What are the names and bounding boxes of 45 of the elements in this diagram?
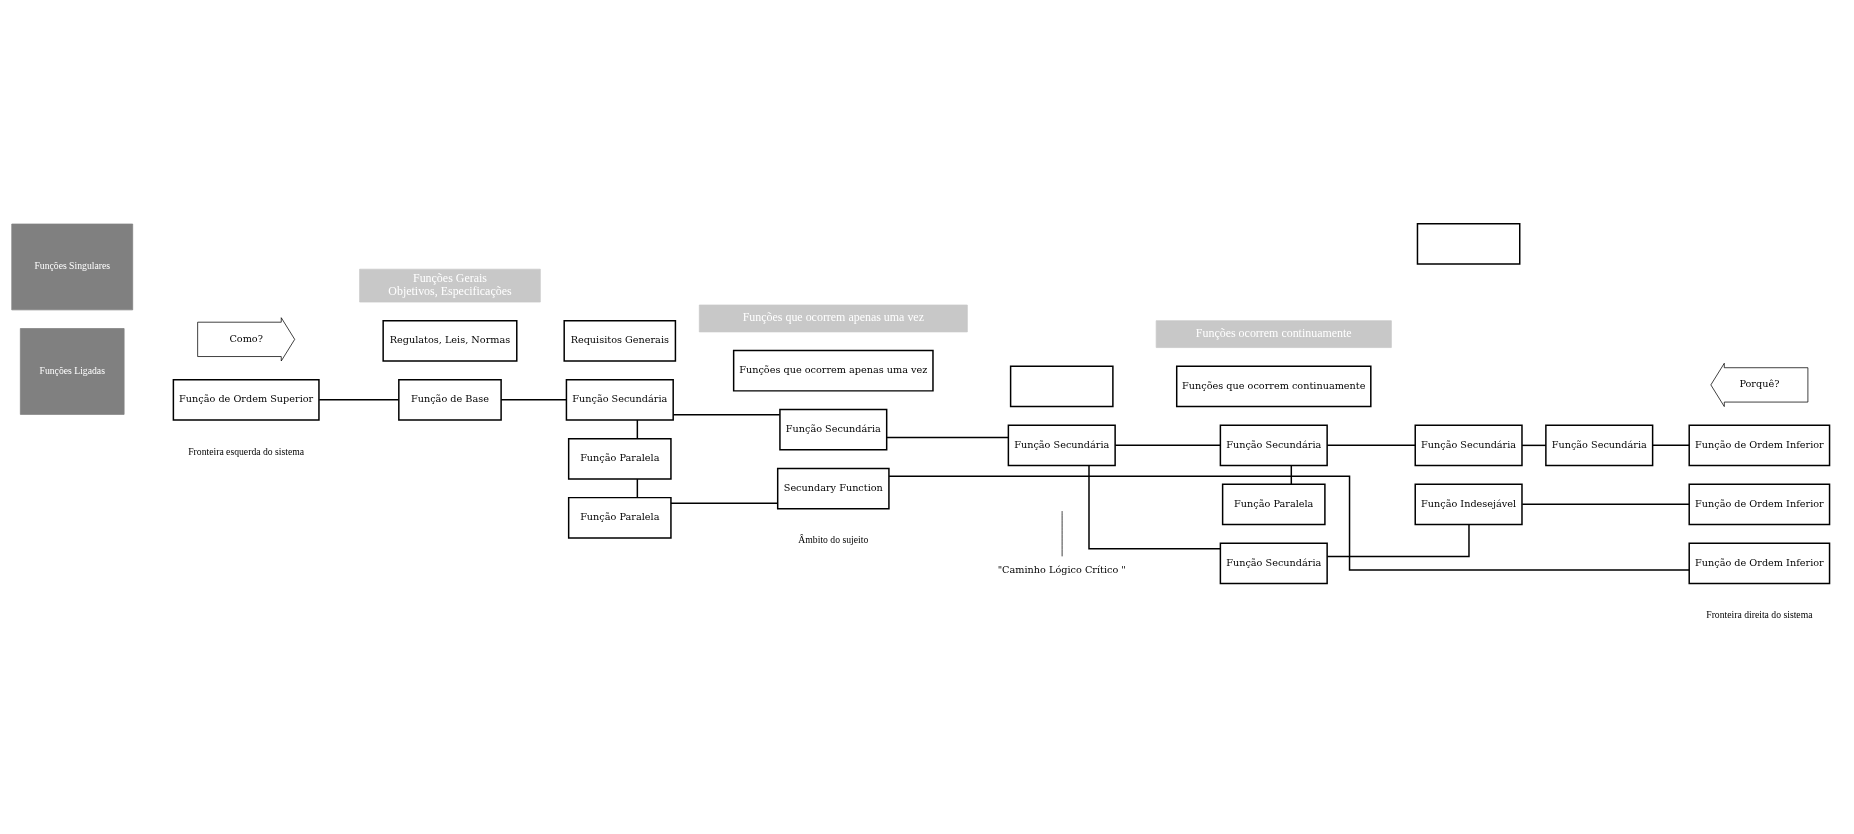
- node-box: Função Secundária: [565, 378, 674, 421]
- node-box: Função de Ordem Inferior: [1688, 542, 1831, 585]
- connector: [1326, 523, 1470, 558]
- node-box: Requisitos Generais: [563, 319, 677, 362]
- label: Fronteira esquerda do sistema: [188, 445, 305, 457]
- connector: [888, 475, 1690, 571]
- node-box: Função Secundária: [1545, 424, 1654, 467]
- connector: [318, 399, 400, 401]
- node-box: Secundary Function: [776, 467, 890, 510]
- node-box: [1416, 222, 1521, 265]
- node-box: Função Paralela: [567, 437, 672, 480]
- node-box: Função de Ordem Superior: [172, 378, 320, 421]
- node-box: Função Paralela: [1221, 483, 1326, 526]
- connector: [1521, 503, 1690, 506]
- connector: [1290, 464, 1293, 485]
- node-box: Funções que ocorrem continuamente: [1175, 365, 1372, 408]
- connector: [1521, 444, 1547, 447]
- connector: [1652, 444, 1690, 447]
- connector: [670, 502, 779, 504]
- connector: [500, 399, 568, 401]
- connector: [636, 478, 639, 499]
- label: Fronteira direita do sistema: [1706, 609, 1813, 621]
- node-box: Regulatos, Leis, Normas: [382, 319, 518, 362]
- node-box: Função Secundária: [1414, 424, 1523, 467]
- node-box: Função de Ordem Inferior: [1688, 483, 1831, 526]
- node-box: [1009, 365, 1114, 408]
- connector: [636, 419, 639, 440]
- node-box: Funções Singulares: [11, 223, 134, 311]
- node-box: Função Secundária: [1219, 542, 1328, 585]
- node-box: Função Secundária: [1007, 424, 1116, 467]
- connector: [1326, 444, 1416, 447]
- node-box: Funções Ligadas: [19, 328, 125, 415]
- node-box: Função de Base: [398, 378, 502, 421]
- node-box: Função Secundária: [1219, 424, 1328, 467]
- node-box: Função de Ordem Inferior: [1688, 424, 1831, 467]
- node-box: Função Paralela: [567, 496, 672, 539]
- node-text: "Caminho Lógico Crítico ": [997, 563, 1126, 575]
- label: Âmbito do sujeito: [798, 534, 869, 546]
- node-box: Funções que ocorrem apenas uma vez: [732, 349, 934, 392]
- connector: [672, 414, 781, 416]
- node-box: Função Indesejável: [1414, 483, 1523, 526]
- connector: [1114, 444, 1222, 447]
- connector: [1088, 464, 1222, 550]
- node-box: Função Secundária: [779, 408, 888, 451]
- connector: [886, 436, 1010, 439]
